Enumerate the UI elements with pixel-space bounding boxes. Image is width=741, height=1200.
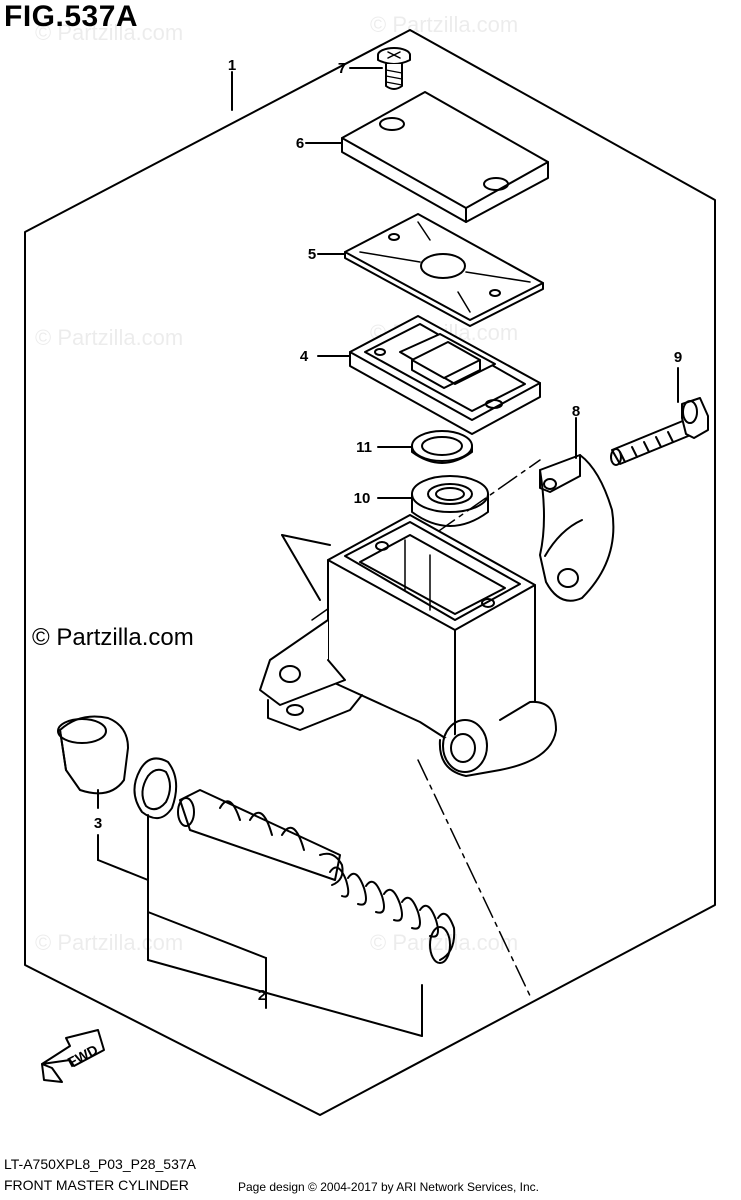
model-code: LT-A750XPL8_P03_P28_537A bbox=[4, 1156, 197, 1172]
screw-part bbox=[377, 47, 411, 90]
callout-number-7: 7 bbox=[338, 60, 346, 77]
callout-number-8: 8 bbox=[572, 403, 580, 420]
callout-bracket bbox=[97, 789, 423, 1037]
fwd-arrow bbox=[41, 1029, 105, 1083]
watermark: © Partzilla.com bbox=[35, 930, 184, 955]
callout-number-11: 11 bbox=[356, 439, 372, 456]
callout-number-10: 10 bbox=[354, 490, 371, 507]
callout-number-4: 4 bbox=[300, 348, 309, 365]
piston-part bbox=[177, 789, 344, 886]
reservoir-cap-part bbox=[341, 91, 549, 223]
washer-part bbox=[411, 430, 473, 464]
watermark: © Partzilla.com bbox=[35, 20, 184, 45]
callout-number-6: 6 bbox=[296, 135, 304, 152]
callout-number-1: 1 bbox=[228, 57, 236, 74]
diaphragm-part bbox=[349, 315, 541, 435]
callout-number-5: 5 bbox=[308, 246, 316, 263]
circlip-part bbox=[133, 757, 178, 819]
watermark-primary: © Partzilla.com bbox=[32, 624, 194, 651]
spring-part bbox=[329, 866, 456, 964]
callout-number-2: 2 bbox=[258, 987, 266, 1004]
callout-number-3: 3 bbox=[94, 815, 102, 832]
clamp-part bbox=[539, 454, 615, 602]
callout-number-9: 9 bbox=[674, 349, 682, 366]
bolt-part bbox=[610, 397, 709, 466]
watermark: © Partzilla.com bbox=[35, 325, 184, 350]
axis-line bbox=[417, 759, 533, 1001]
dust-boot-part bbox=[57, 715, 129, 795]
callout-labels: 1 2 3 4 5 6 7 8 9 10 11 bbox=[94, 57, 682, 1004]
assembly-boundary bbox=[24, 29, 716, 1116]
figure-title: FIG.537A bbox=[4, 0, 139, 33]
leader-line bbox=[281, 534, 321, 601]
master-cylinder-body-part bbox=[259, 514, 557, 777]
copyright-footer: Page design © 2004-2017 by ARI Network S… bbox=[238, 1180, 540, 1194]
bushing-part bbox=[411, 475, 489, 527]
assembly-name: FRONT MASTER CYLINDER bbox=[4, 1177, 189, 1193]
leader-line bbox=[281, 534, 331, 546]
watermark: © Partzilla.com bbox=[370, 930, 519, 955]
diaphragm-plate-part bbox=[344, 213, 544, 327]
watermark: © Partzilla.com bbox=[370, 12, 519, 37]
